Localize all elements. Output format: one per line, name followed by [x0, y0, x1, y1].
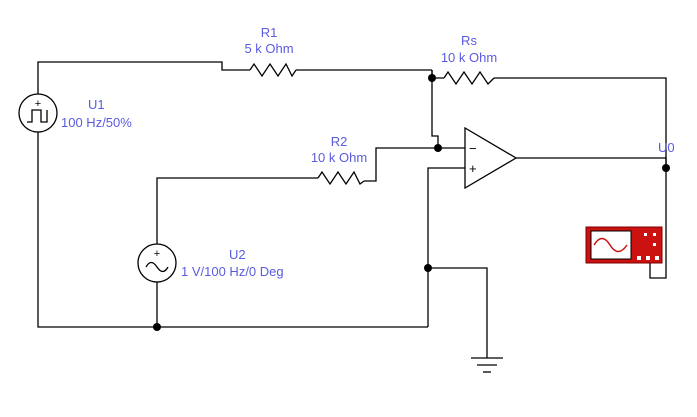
junction-dot	[662, 164, 670, 172]
opamp-minus-symbol: −	[469, 141, 477, 156]
junction-dot	[153, 323, 161, 331]
wire-u2-to-r2	[156, 177, 318, 244]
wire-bottom-return	[37, 130, 428, 328]
wire-feedback-to-minus	[431, 70, 439, 148]
r1-value-label: 5 k Ohm	[244, 41, 294, 56]
rs-value-label: 10 k Ohm	[440, 50, 498, 65]
sine-wave-icon	[145, 261, 169, 273]
resistor-r1-zigzag[interactable]	[249, 62, 297, 78]
ground-icon	[471, 357, 503, 373]
resistor-r2-zigzag[interactable]	[317, 170, 365, 186]
u2-value-label: 1 V/100 Hz/0 Deg	[181, 264, 284, 279]
r1-name-label: R1	[260, 25, 278, 40]
junction-dot	[424, 264, 432, 272]
wire-scope-probe	[649, 168, 667, 279]
wire-to-ground	[428, 267, 488, 358]
square-wave-icon	[27, 109, 48, 123]
rs-name-label: Rs	[461, 33, 477, 48]
wire-plus-input	[427, 167, 465, 327]
junction-dot	[428, 74, 436, 82]
junctions	[153, 74, 670, 331]
wire-r2-to-minus	[364, 147, 438, 182]
wires	[37, 61, 667, 358]
u0-label: U0	[658, 140, 675, 155]
r2-value-label: 10 k Ohm	[310, 150, 368, 165]
wire-rs-output	[494, 77, 667, 168]
u2-name-label: U2	[229, 247, 246, 262]
wire-opamp-output	[516, 157, 667, 168]
r2-name-label: R2	[330, 134, 348, 149]
pulse-source-u1[interactable]: +	[18, 93, 58, 133]
opamp-plus-symbol: +	[469, 161, 477, 176]
resistor-rs-zigzag[interactable]	[443, 70, 495, 86]
wire-top-u1-r1	[37, 61, 250, 96]
oscilloscope[interactable]	[585, 226, 663, 264]
oscilloscope-sine-icon	[593, 237, 628, 253]
ac-source-u2[interactable]: +	[137, 243, 177, 283]
u1-value-label: 100 Hz/50%	[61, 115, 132, 130]
junction-dot	[434, 144, 442, 152]
opamp[interactable]: − +	[464, 126, 518, 190]
svg-text:+: +	[35, 98, 41, 110]
svg-text:+: +	[154, 248, 160, 260]
u1-name-label: U1	[88, 97, 105, 112]
